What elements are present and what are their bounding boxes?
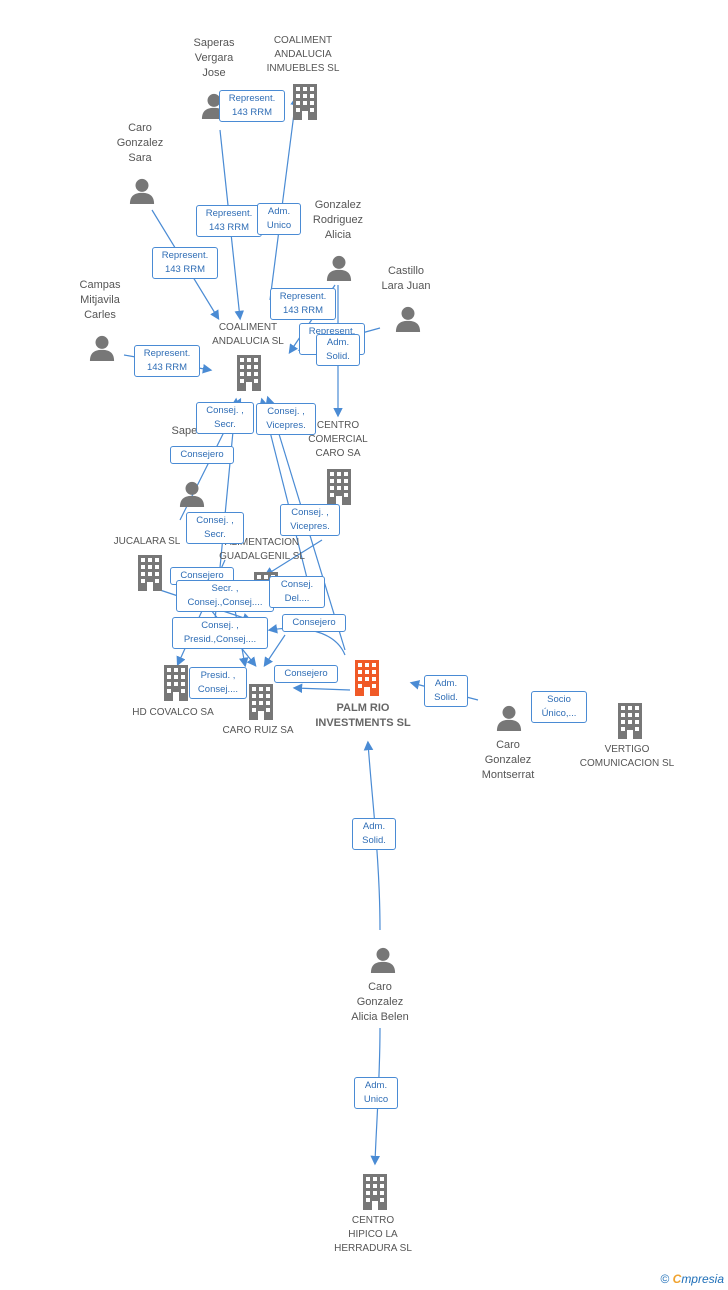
brand-initial: C — [672, 1272, 682, 1286]
edge-label-consej-del[interactable]: Consej. Del.... — [269, 576, 325, 608]
edge-label-socio-unico[interactable]: Socio Único,... — [531, 691, 587, 723]
building-icon — [293, 84, 317, 120]
node-coaliment-inmuebles[interactable]: COALIMENT ANDALUCIA INMUEBLES SL — [266, 35, 340, 74]
edge-label-represent[interactable]: Represent. 143 RRM — [152, 247, 218, 279]
node-caro-gonzalez-montserrat[interactable]: Caro Gonzalez Montserrat — [481, 739, 535, 781]
node-vertigo-comunicacion[interactable]: VERTIGO COMUNICACION SL — [579, 744, 675, 769]
brand-name: mpresia — [681, 1272, 724, 1286]
empresia-footer[interactable]: © Cmpresia — [660, 1272, 724, 1286]
edge-label-presid-consej[interactable]: Presid. , Consej.... — [189, 667, 247, 699]
edge-label-adm-solid[interactable]: Adm. Solid. — [352, 818, 396, 850]
node-saperas-vergara-jose[interactable]: Saperas Vergara Jose — [193, 37, 235, 79]
building-icon — [138, 555, 162, 591]
edge-label-consej-vicepres[interactable]: Consej. , Vicepres. — [280, 504, 340, 536]
node-alimentacion-guadalgenil[interactable]: ALIMENTACION GUADALGENIL SL — [219, 537, 305, 562]
edge-label-represent[interactable]: Represent. 143 RRM — [134, 345, 200, 377]
edge-label-consejero[interactable]: Consejero — [274, 665, 338, 683]
building-icon — [237, 355, 261, 391]
node-centro-hipico-herradura[interactable]: CENTRO HIPICO LA HERRADURA SL — [334, 1215, 412, 1254]
edge-label-represent[interactable]: Represent. 143 RRM — [270, 288, 336, 320]
node-caro-ruiz[interactable]: CARO RUIZ SA — [222, 725, 294, 736]
node-centro-comercial-caro[interactable]: CENTRO COMERCIAL CARO SA — [308, 420, 368, 459]
edge-label-adm-solid[interactable]: Adm. Solid. — [316, 334, 360, 366]
node-palm-rio-investments[interactable]: PALM RIO INVESTMENTS SL — [315, 702, 411, 729]
person-icon — [179, 481, 205, 507]
main-company-icon — [355, 660, 379, 696]
building-icon — [363, 1174, 387, 1210]
edge-label-adm-unico[interactable]: Adm. Unico — [257, 203, 301, 235]
edge-label-consej-secr[interactable]: Consej. , Secr. — [186, 512, 244, 544]
building-icon — [164, 665, 188, 701]
node-jucalara[interactable]: JUCALARA SL — [113, 536, 181, 547]
node-caro-gonzalez-alicia-belen[interactable]: Caro Gonzalez Alicia Belen — [351, 981, 409, 1023]
building-icon — [327, 469, 351, 505]
node-hd-covalco[interactable]: HD COVALCO SA — [132, 707, 214, 718]
person-icon — [370, 947, 396, 973]
person-icon — [395, 306, 421, 332]
copyright-symbol: © — [660, 1272, 670, 1286]
edge-label-consej-secr[interactable]: Consej. , Secr. — [196, 402, 254, 434]
edge-label-represent[interactable]: Represent. 143 RRM — [219, 90, 285, 122]
person-icon — [89, 335, 115, 361]
edge-label-adm-solid[interactable]: Adm. Solid. — [424, 675, 468, 707]
edge-label-consej-vicepres[interactable]: Consej. , Vicepres. — [256, 403, 316, 435]
person-icon — [129, 178, 155, 204]
edge-label-consejero[interactable]: Consejero — [282, 614, 346, 632]
edge-label-consej-presid[interactable]: Consej. , Presid.,Consej.... — [172, 617, 268, 649]
edge-label-adm-unico[interactable]: Adm. Unico — [354, 1077, 398, 1109]
edge-label-secr-consej[interactable]: Secr. , Consej.,Consej.... — [176, 580, 274, 612]
person-icon — [496, 705, 522, 731]
edge-label-represent[interactable]: Represent. 143 RRM — [196, 205, 262, 237]
building-icon — [249, 684, 273, 720]
node-campas-mitjavila-carles[interactable]: Campas Mitjavila Carles — [79, 279, 121, 321]
node-castillo-lara-juan[interactable]: Castillo Lara Juan — [381, 265, 431, 292]
node-coaliment-andalucia[interactable]: COALIMENT ANDALUCIA SL — [212, 322, 284, 347]
node-gonzalez-rodriguez-alicia[interactable]: Gonzalez Rodriguez Alicia — [312, 199, 364, 241]
node-caro-gonzalez-sara[interactable]: Caro Gonzalez Sara — [116, 122, 164, 164]
building-icon — [618, 703, 642, 739]
edge-label-consejero[interactable]: Consejero — [170, 446, 234, 464]
